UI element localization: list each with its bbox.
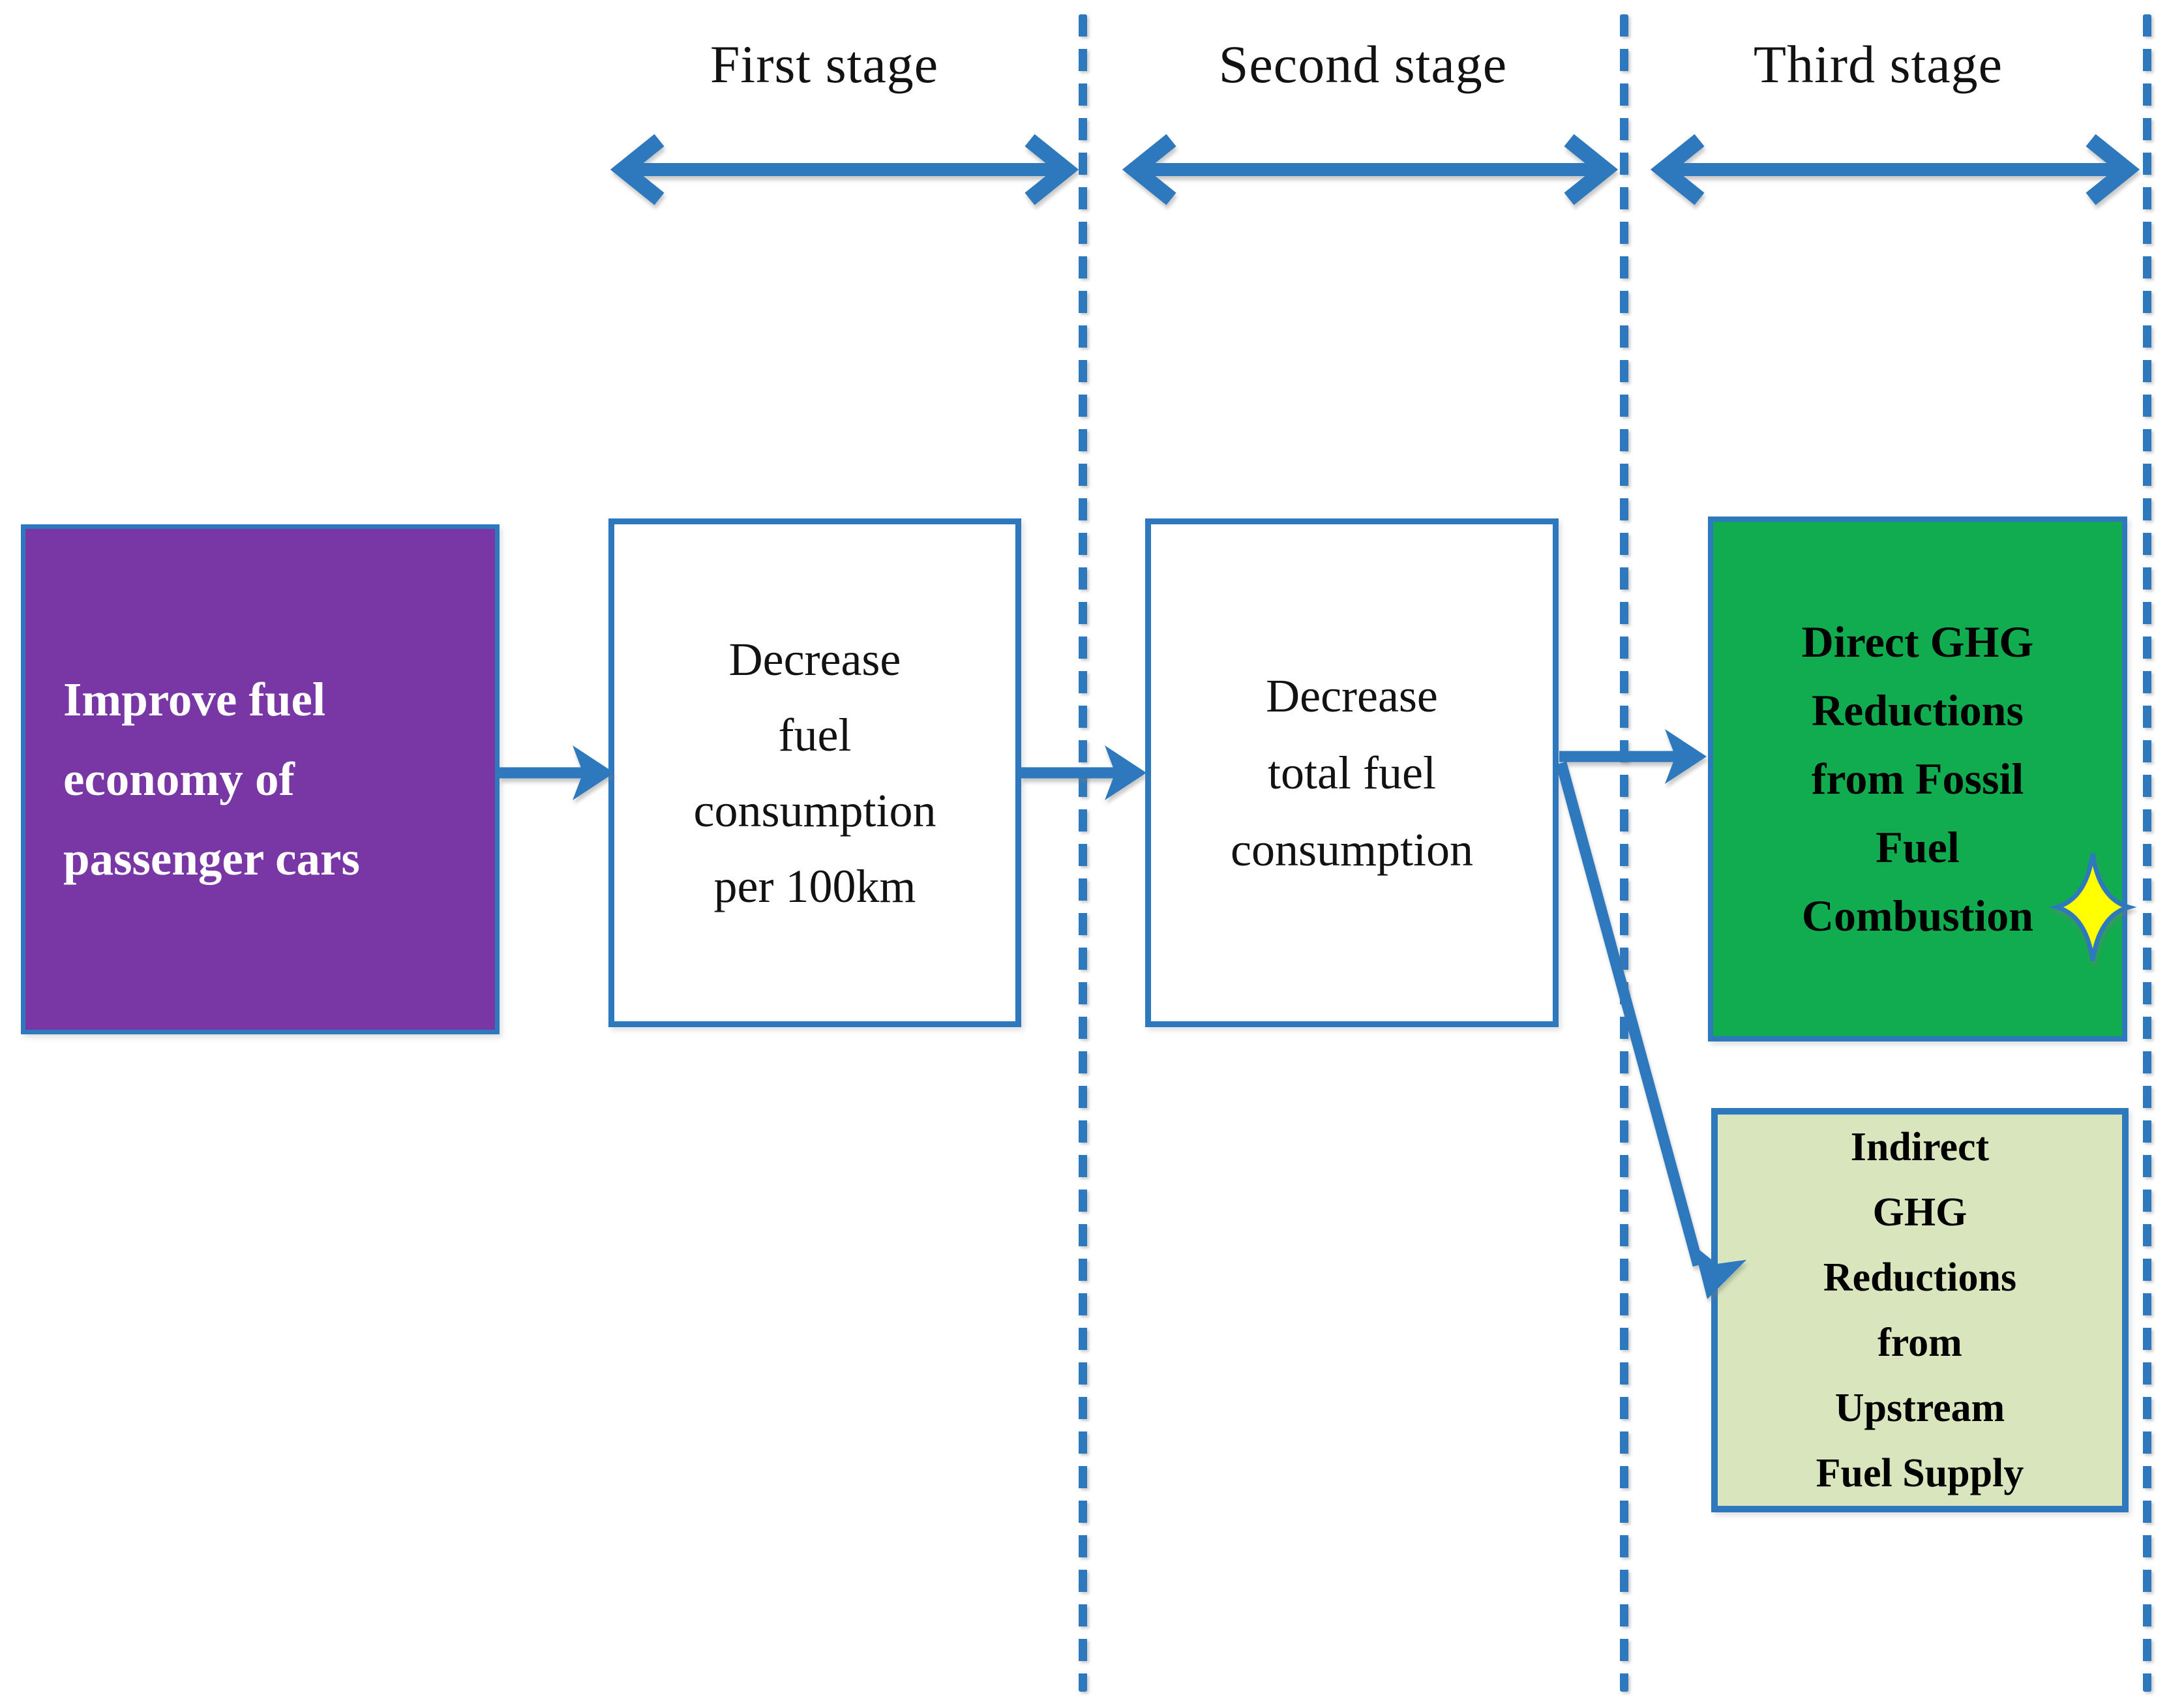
stage-label-first: First stage <box>710 35 939 94</box>
dashed-separator-3 <box>2143 14 2151 1692</box>
box-text-line: Decrease <box>1266 670 1438 722</box>
flow-arrow-improve-to-per100 <box>500 745 614 800</box>
box-text-line: consumption <box>1231 824 1473 876</box>
box-text-line: Decrease <box>728 633 901 685</box>
stage-range-arrow-third <box>1650 134 2140 205</box>
flow-arrow-total-to-direct <box>1559 729 1707 784</box>
improve-fuel-economy-box: Improve fuel economy of passenger cars <box>21 524 500 1034</box>
stage-range-arrow-second <box>1122 134 1619 205</box>
dashed-separator-1 <box>1079 14 1087 1692</box>
stage-label-second: Second stage <box>1218 35 1508 94</box>
decrease-fuel-per-100km-box: Decrease fuel consumption per 100km <box>608 518 1021 1027</box>
box-text-line: Combustion <box>1801 891 2034 940</box>
box-text-line: from <box>1877 1321 1962 1365</box>
stage-range-arrow-first <box>610 134 1079 205</box>
box-text-line: passenger cars <box>63 832 360 885</box>
box-text-line: consumption <box>693 785 936 837</box>
box-text-line: economy of <box>63 753 295 805</box>
box-text-line: from Fossil <box>1811 754 2024 803</box>
box-text-line: GHG <box>1872 1190 1967 1235</box>
diagonal-flow-arrow-total-to-indirect <box>1555 761 1747 1299</box>
indirect-ghg-reductions-box: Indirect GHG Reductions from Upstream Fu… <box>1711 1108 2129 1512</box>
box-text-line: Indirect <box>1850 1125 1990 1169</box>
stage-label-third: Third stage <box>1753 35 2003 94</box>
direct-ghg-reductions-box: Direct GHG Reductions from Fossil Fuel C… <box>1708 517 2127 1041</box>
box-text-line: Reductions <box>1812 685 2024 735</box>
dashed-separator-2 <box>1620 14 1628 1692</box>
sparkle-star-icon <box>2048 853 2137 961</box>
flow-arrow-per100-to-total <box>1021 745 1146 800</box>
box-text-line: Reductions <box>1823 1255 2017 1300</box>
box-text-line: Upstream <box>1834 1386 2005 1430</box>
box-text-line: Fuel Supply <box>1816 1451 2024 1495</box>
box-text-line: Direct GHG <box>1801 617 2034 667</box>
box-text-line: total fuel <box>1268 747 1436 799</box>
box-text-line: per 100km <box>713 860 916 912</box>
box-text-line: Improve fuel <box>63 673 326 726</box>
decrease-total-fuel-box: Decrease total fuel consumption <box>1145 518 1559 1027</box>
box-text-line: Fuel <box>1876 822 1960 872</box>
box-text-line: fuel <box>778 709 852 761</box>
